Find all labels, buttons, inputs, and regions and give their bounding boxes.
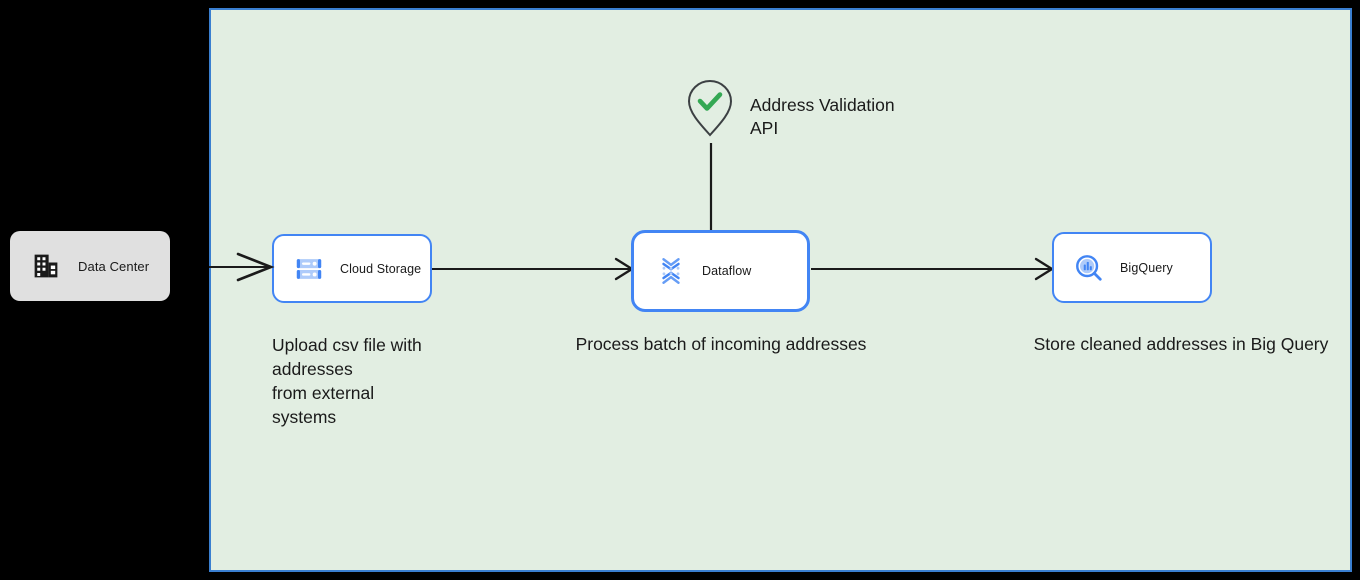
node-label-data-center: Data Center	[78, 258, 150, 274]
node-label-address-validation-api: Address Validation API	[750, 95, 895, 138]
edge-cloudstorage-to-dataflow	[432, 257, 635, 281]
office-building-icon	[32, 252, 60, 280]
dataflow-icon	[656, 256, 686, 286]
node-data-center[interactable]: Data Center	[10, 231, 170, 301]
node-label-dataflow: Dataflow	[702, 264, 752, 278]
map-pin-check-icon	[686, 78, 734, 138]
node-address-validation-api[interactable]: Address Validation API	[686, 78, 895, 140]
node-label-cloud-storage: Cloud Storage	[340, 261, 422, 276]
bigquery-magnifier-icon	[1074, 253, 1104, 283]
caption-cloud-storage: Upload csv file with addresses from exte…	[272, 335, 422, 427]
node-cloud-storage[interactable]: Cloud Storage	[272, 234, 432, 303]
caption-bigquery: Store cleaned addresses in Big Query	[1033, 334, 1329, 354]
caption-dataflow: Process batch of incoming addresses	[575, 334, 867, 354]
edge-dataflow-to-bigquery	[811, 257, 1055, 281]
node-label-bigquery: BigQuery	[1120, 260, 1173, 275]
node-bigquery[interactable]: BigQuery	[1052, 232, 1212, 303]
diagram-canvas[interactable]: Address Validation API Cloud Storage	[209, 8, 1352, 572]
cloud-storage-icon	[294, 254, 324, 284]
node-dataflow[interactable]: Dataflow	[631, 230, 810, 312]
